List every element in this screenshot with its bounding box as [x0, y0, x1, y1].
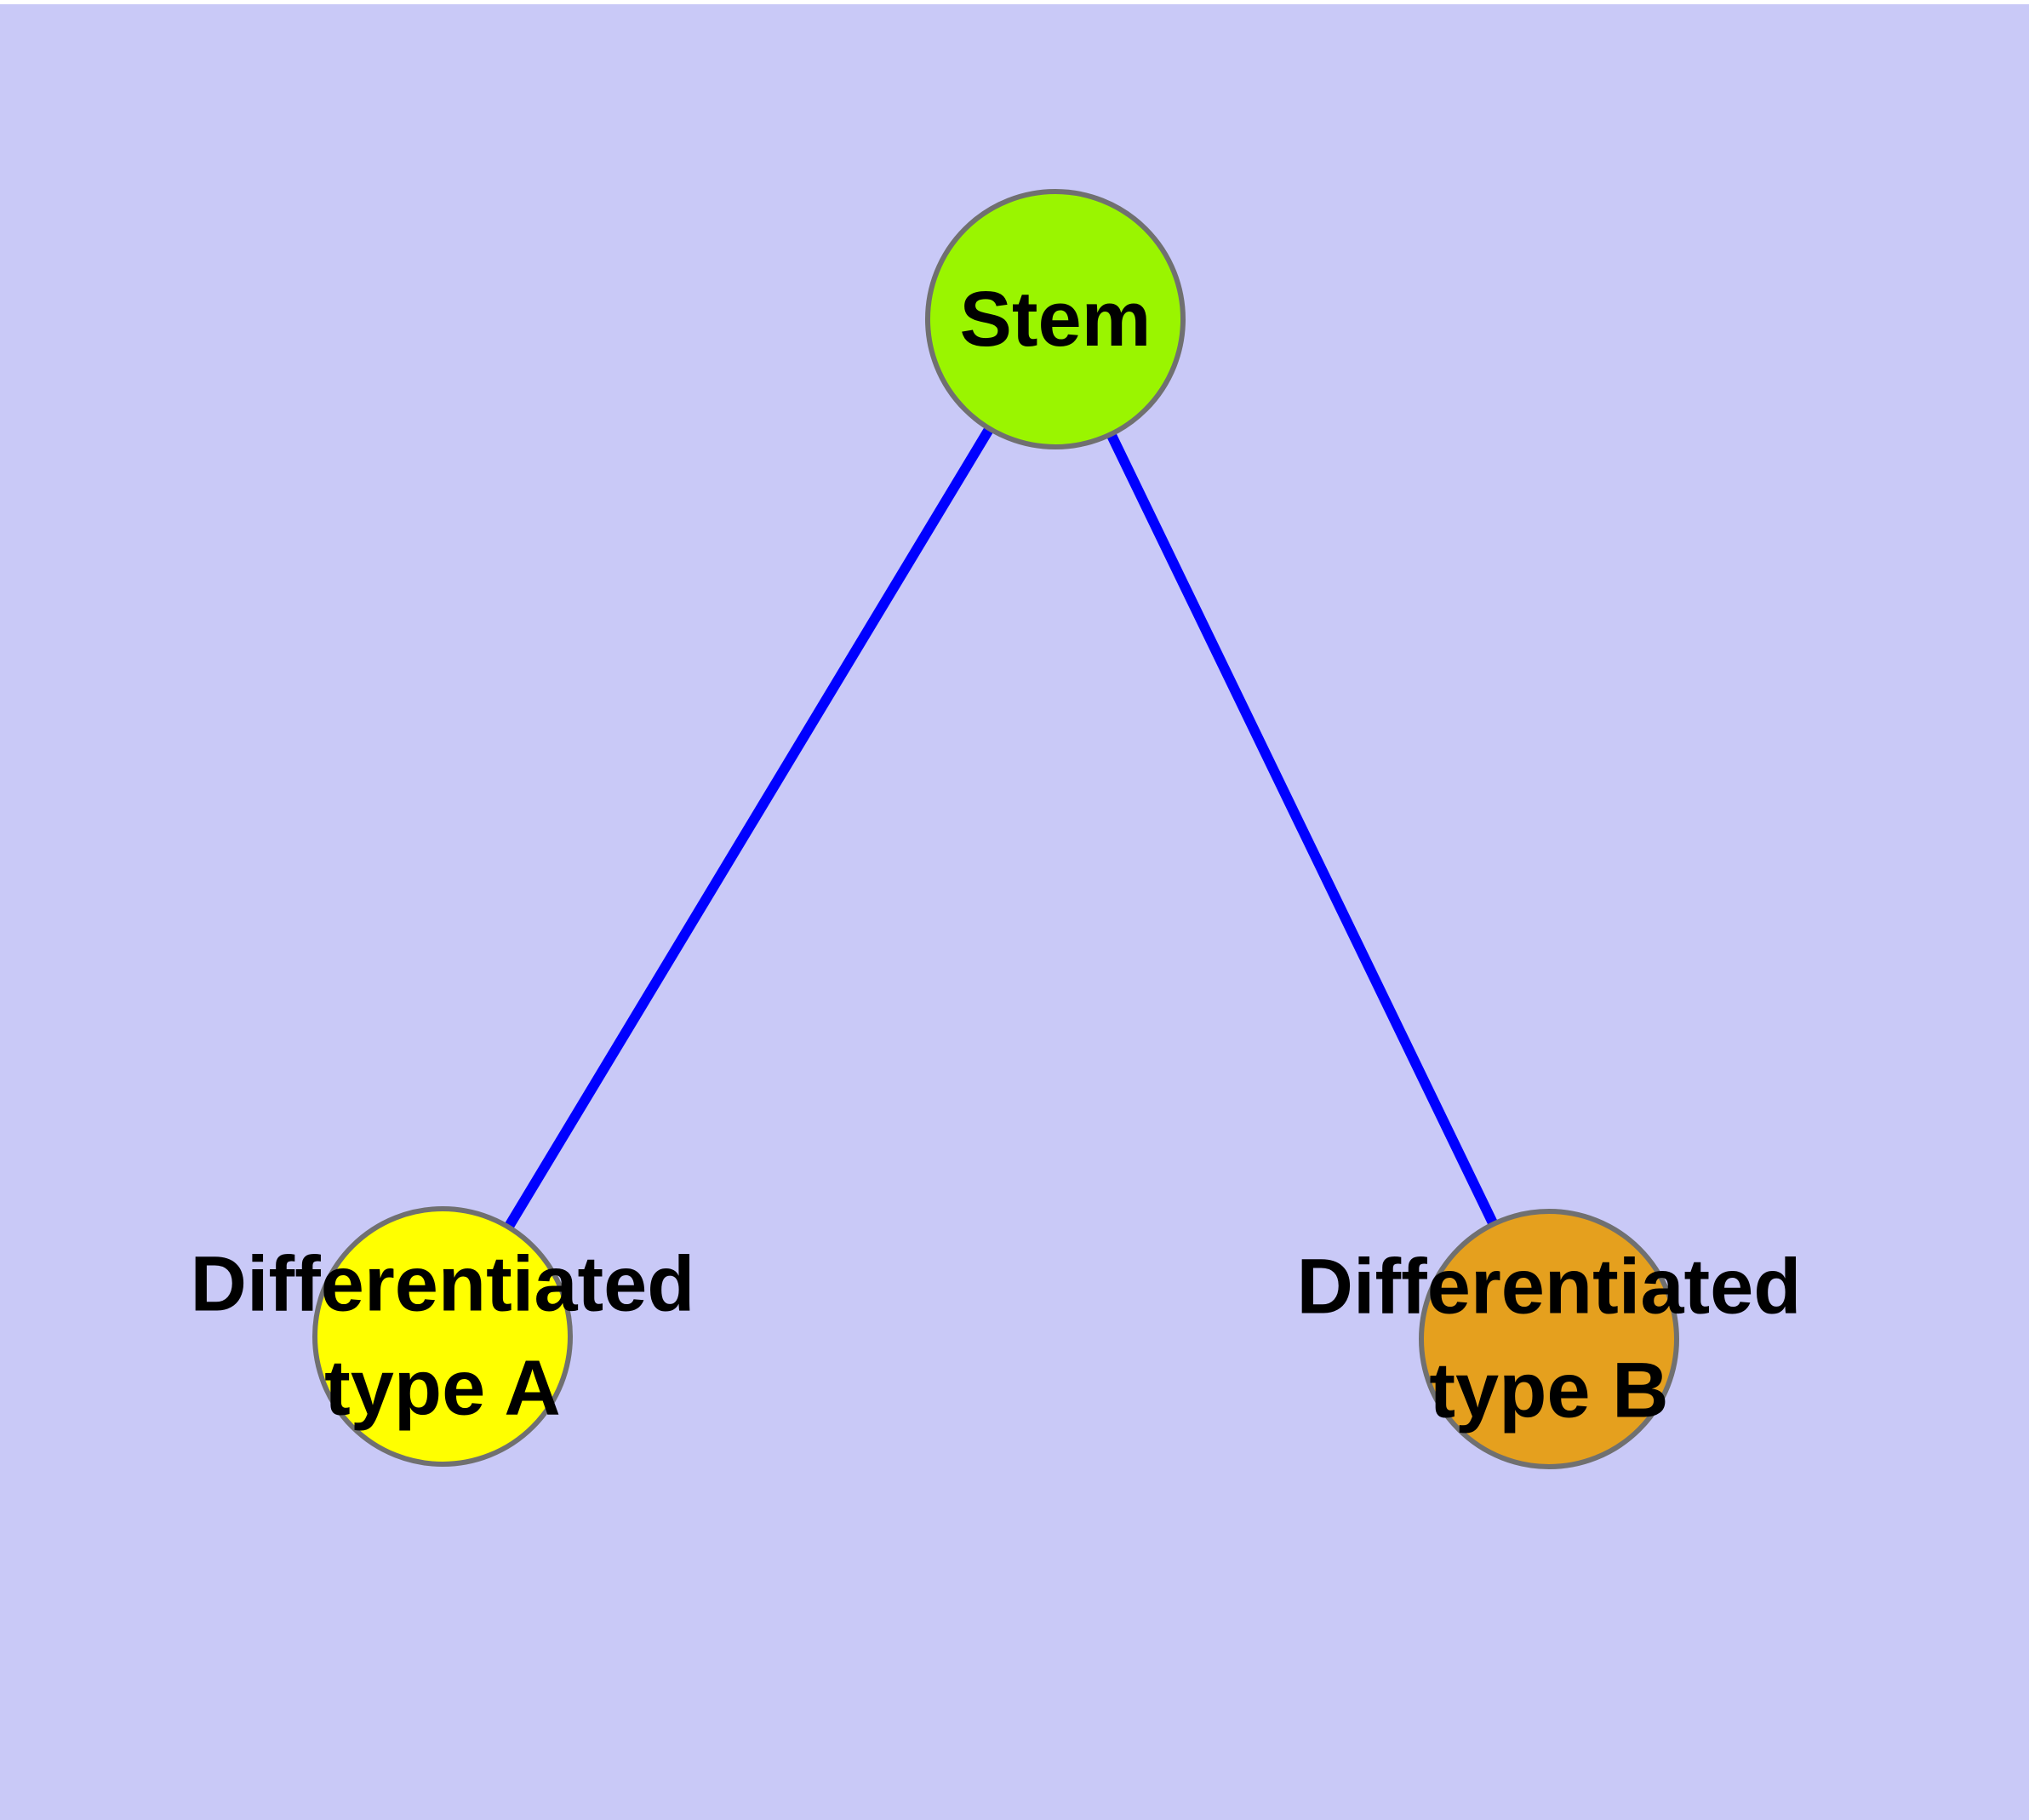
top-margin-strip: [0, 0, 2029, 4]
node-circle-differentiated-type-a: [312, 1206, 573, 1467]
node-circle-differentiated-type-b: [1419, 1209, 1679, 1469]
node-circle-stem: [925, 189, 1186, 449]
edge-stem-to-differentiated-type-a: [437, 316, 1060, 1340]
edge-stem-to-differentiated-type-b: [1050, 317, 1554, 1342]
